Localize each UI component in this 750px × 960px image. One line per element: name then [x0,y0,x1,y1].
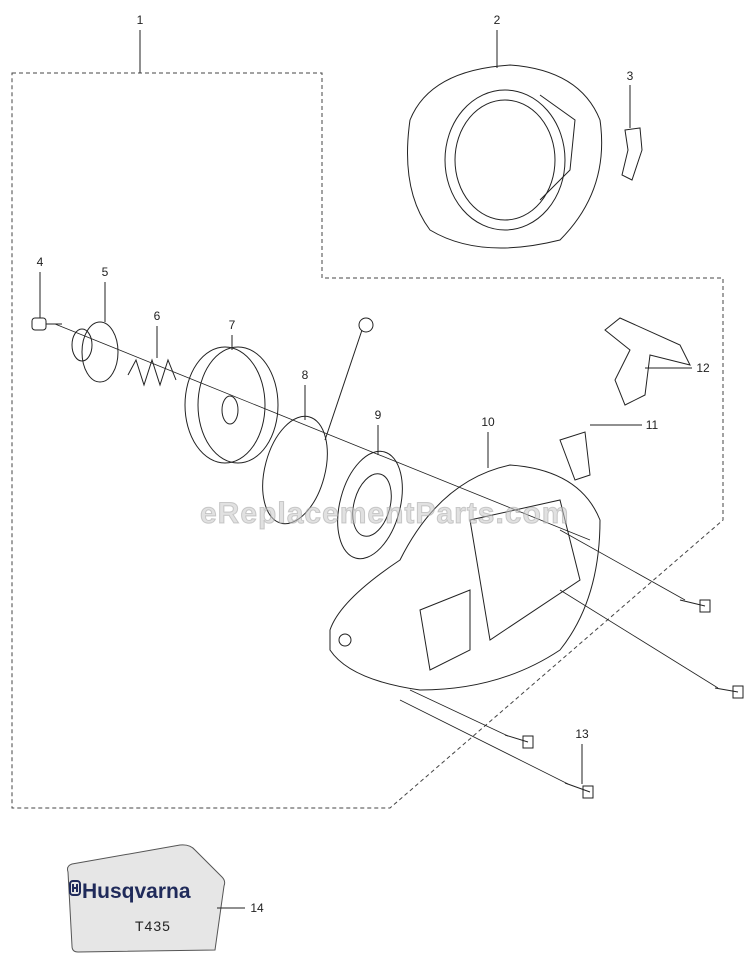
callout-3: 3 [626,69,634,83]
husqvarna-logo-icon [69,880,81,896]
part-11-grommet [559,431,591,481]
assembly-boundary [11,72,724,809]
callout-8: 8 [301,368,309,382]
part-5-hub [71,321,119,383]
part-8-rope [262,317,374,525]
callout-4: 4 [36,255,44,269]
callout-12: 12 [696,361,710,375]
part-7-pulley [184,346,279,464]
watermark: eReplacementParts.com [200,497,570,531]
part-14-decal [67,844,226,953]
part-10-housing [329,464,601,691]
part-4-screw [31,317,62,331]
callout-9: 9 [374,408,382,422]
callout-10: 10 [481,415,495,429]
part-12-handle [604,317,691,406]
part-9-cassette [337,450,403,560]
part-2-cover [407,64,603,249]
callout-5: 5 [101,265,109,279]
decal-model: T435 [135,918,171,934]
callout-13: 13 [575,727,589,741]
part-13-screws [504,599,744,799]
part-6-spring [127,358,177,387]
callout-14: 14 [250,901,264,915]
callout-7: 7 [228,318,236,332]
decal-brand: Husqvarna [82,880,191,903]
callout-6: 6 [153,309,161,323]
part-3-pawl [621,127,643,181]
callout-1: 1 [136,13,144,27]
callout-11: 11 [645,418,659,432]
screw-axis-lines [54,323,719,785]
callout-2: 2 [493,13,501,27]
